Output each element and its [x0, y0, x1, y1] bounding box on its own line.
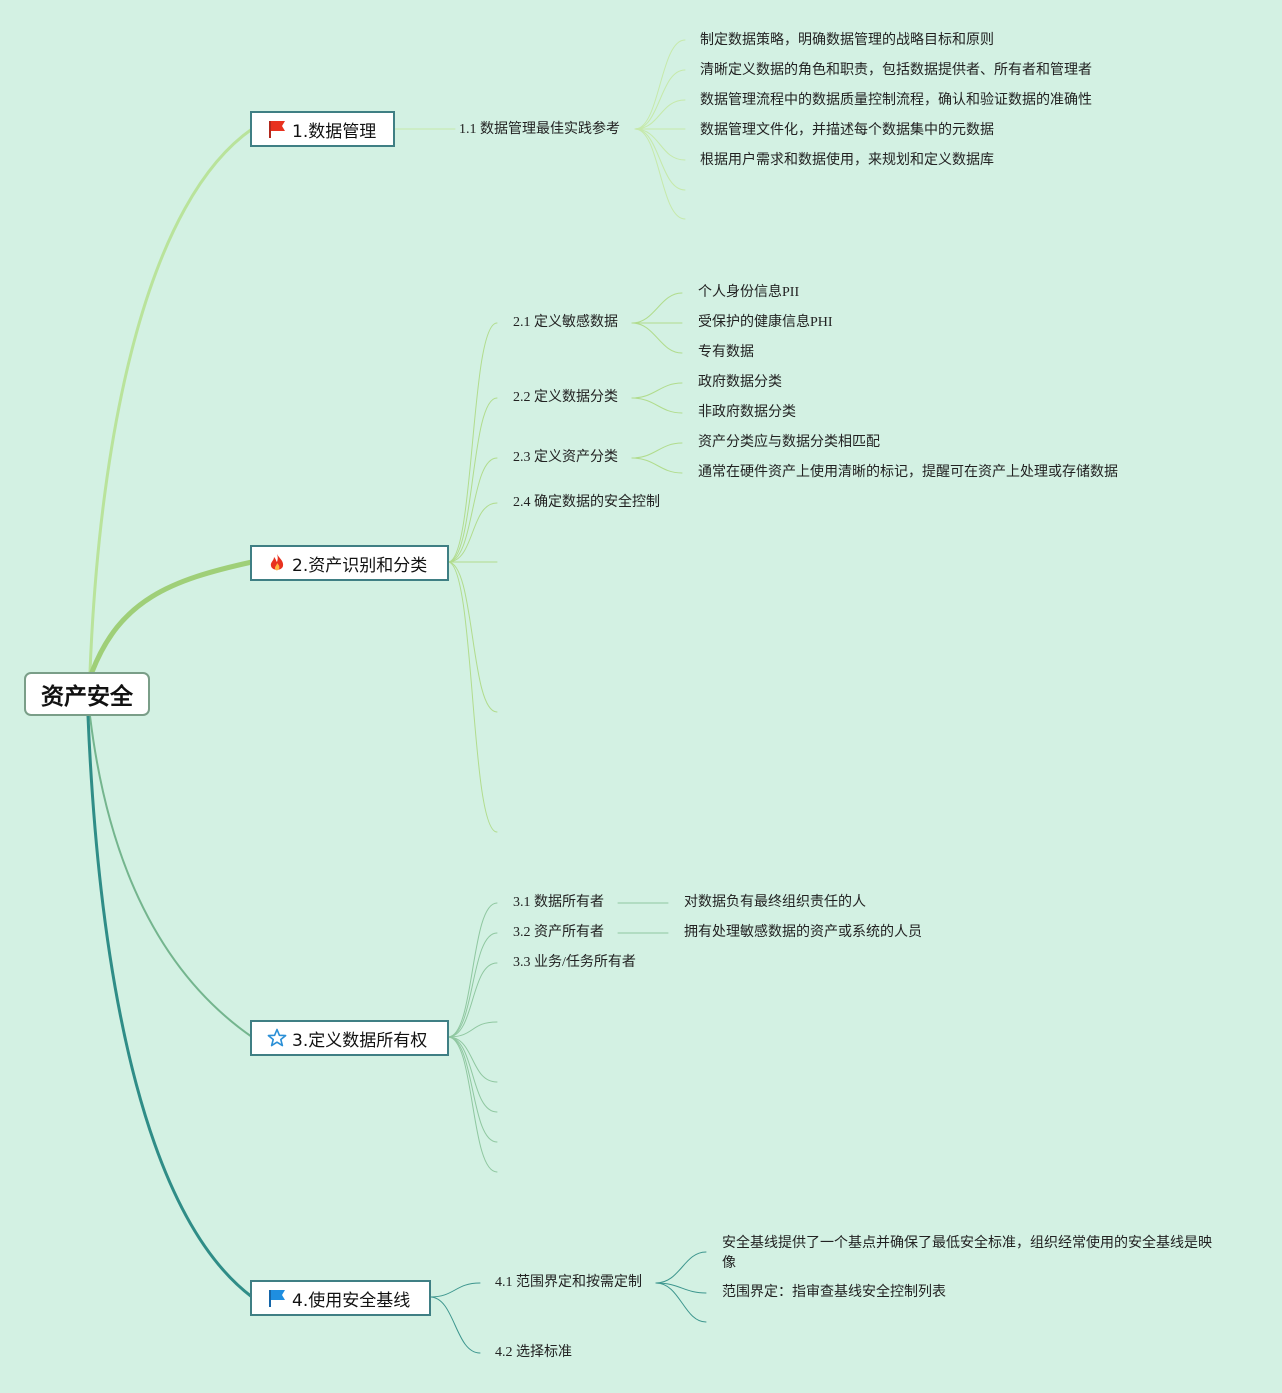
- sub-node-3-3[interactable]: 3.3 业务/任务所有者: [513, 955, 636, 970]
- leaf-node[interactable]: 专有数据: [698, 345, 754, 360]
- leaf-node[interactable]: 拥有处理敏感数据的资产或系统的人员: [684, 925, 922, 940]
- branch-node-3[interactable]: 3.定义数据所有权: [250, 1020, 449, 1056]
- branch-label: 1.数据管理: [292, 121, 377, 142]
- leaf-node[interactable]: 安全基线提供了一个基点并确保了最低安全标准，组织经常使用的安全基线是映像: [722, 1236, 1212, 1271]
- blue-flag-icon: [266, 1287, 288, 1309]
- leaf-node[interactable]: 范围界定：指审查基线安全控制列表: [722, 1285, 946, 1300]
- branch-node-1[interactable]: 1.数据管理: [250, 111, 395, 147]
- leaf-node[interactable]: 数据管理流程中的数据质量控制流程，确认和验证数据的准确性: [700, 93, 1092, 108]
- leaf-node[interactable]: 对数据负有最终组织责任的人: [684, 895, 866, 910]
- leaf-node[interactable]: 资产分类应与数据分类相匹配: [698, 435, 880, 450]
- root-node[interactable]: 资产安全: [24, 672, 150, 716]
- connector-root-branch4: [86, 714, 254, 1299]
- star-icon: [266, 1027, 288, 1049]
- leaf-node[interactable]: 制定数据策略，明确数据管理的战略目标和原则: [700, 33, 994, 48]
- sub-node-4-2[interactable]: 4.2 选择标准: [495, 1345, 572, 1360]
- sub-node-4-1[interactable]: 4.1 范围界定和按需定制: [495, 1275, 642, 1290]
- sub-node-3-1[interactable]: 3.1 数据所有者: [513, 895, 604, 910]
- sub-node-2-4[interactable]: 2.4 确定数据的安全控制: [513, 495, 660, 510]
- connector-root-branch1: [88, 127, 254, 674]
- sub-node-2-1[interactable]: 2.1 定义敏感数据: [513, 315, 618, 330]
- leaf-node[interactable]: 受保护的健康信息PHI: [698, 315, 833, 330]
- branch-label: 2.资产识别和分类: [292, 555, 428, 576]
- branch-label: 3.定义数据所有权: [292, 1030, 428, 1051]
- leaf-node[interactable]: 清晰定义数据的角色和职责，包括数据提供者、所有者和管理者: [700, 63, 1092, 78]
- red-flag-icon: [266, 118, 288, 140]
- branch-node-4[interactable]: 4.使用安全基线: [250, 1280, 431, 1316]
- connector-root-branch3: [89, 715, 253, 1038]
- leaf-node[interactable]: 政府数据分类: [698, 375, 782, 390]
- leaf-node[interactable]: 根据用户需求和数据使用，来规划和定义数据库: [700, 153, 994, 168]
- sub-node-2-2[interactable]: 2.2 定义数据分类: [513, 390, 618, 405]
- sub-node-2-3[interactable]: 2.3 定义资产分类: [513, 450, 618, 465]
- branch-label: 4.使用安全基线: [292, 1290, 411, 1311]
- leaf-node[interactable]: 通常在硬件资产上使用清晰的标记，提醒可在资产上处理或存储数据: [698, 465, 1118, 480]
- leaf-node[interactable]: 数据管理文件化，并描述每个数据集中的元数据: [700, 123, 994, 138]
- sub-node-1-1[interactable]: 1.1 数据管理最佳实践参考: [459, 122, 620, 137]
- leaf-node[interactable]: 非政府数据分类: [698, 405, 796, 420]
- leaf-node[interactable]: 个人身份信息PII: [698, 285, 800, 300]
- connector-root-branch2: [89, 559, 255, 675]
- fire-icon: [266, 552, 288, 574]
- branch-node-2[interactable]: 2.资产识别和分类: [250, 545, 449, 581]
- sub-node-3-2[interactable]: 3.2 资产所有者: [513, 925, 604, 940]
